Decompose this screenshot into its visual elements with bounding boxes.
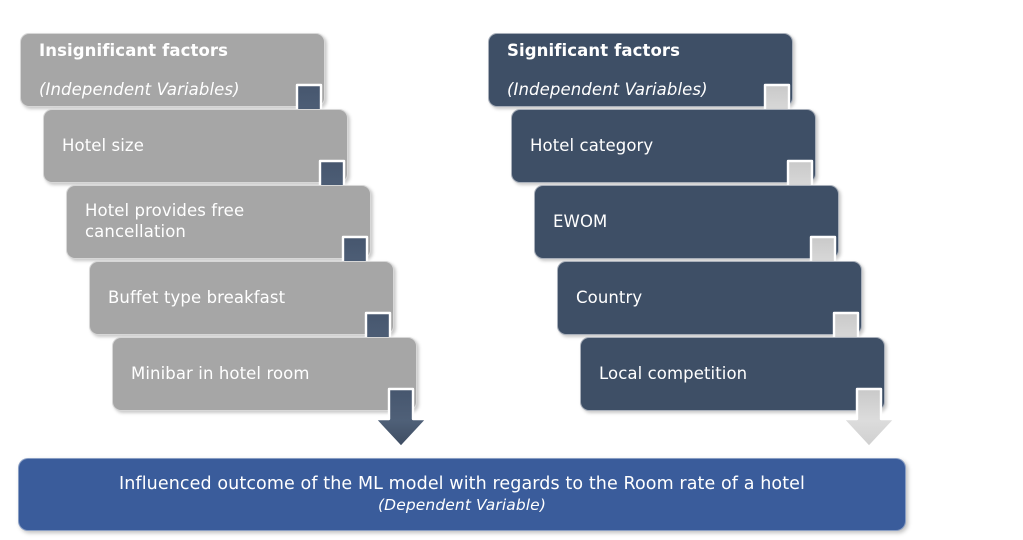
insignificant-item-minibar: Minibar in hotel room (112, 337, 417, 411)
significant-item-label: EWOM (553, 211, 608, 231)
significant-header-title: Significant factors (507, 40, 681, 60)
insignificant-factors-header-box: Insignificant factors (Independent Varia… (20, 33, 325, 107)
significant-item-ewom: EWOM (534, 185, 839, 259)
insignificant-header-text: Insignificant factors (Independent Varia… (39, 21, 240, 118)
insignificant-header-title: Insignificant factors (39, 40, 229, 60)
significant-item-label: Local competition (599, 363, 748, 383)
down-arrow-icon (841, 387, 897, 449)
outcome-banner: Influenced outcome of the ML model with … (18, 458, 906, 531)
significant-item-hotel-category: Hotel category (511, 109, 816, 183)
insignificant-item-label: Hotel provides free cancellation (85, 201, 245, 241)
insignificant-header-subtitle: (Independent Variables) (39, 79, 240, 99)
significant-header-text: Significant factors (Independent Variabl… (507, 21, 708, 118)
insignificant-item-buffet-breakfast: Buffet type breakfast (89, 261, 394, 335)
insignificant-item-hotel-size: Hotel size (43, 109, 348, 183)
significant-factors-header-box: Significant factors (Independent Variabl… (488, 33, 793, 107)
significant-item-label: Hotel category (530, 135, 654, 155)
significant-item-label: Country (576, 287, 643, 307)
significant-header-subtitle: (Independent Variables) (507, 79, 708, 99)
outcome-banner-sub-text: (Dependent Variable) (378, 495, 546, 514)
significant-item-local-competition: Local competition (580, 337, 885, 411)
insignificant-item-label: Hotel size (62, 135, 144, 155)
insignificant-item-label: Minibar in hotel room (131, 363, 310, 383)
insignificant-item-label: Buffet type breakfast (108, 287, 286, 307)
down-arrow-icon (373, 387, 429, 449)
significant-item-country: Country (557, 261, 862, 335)
outcome-banner-main-text: Influenced outcome of the ML model with … (118, 473, 806, 494)
insignificant-item-free-cancellation: Hotel provides free cancellation (66, 185, 371, 259)
